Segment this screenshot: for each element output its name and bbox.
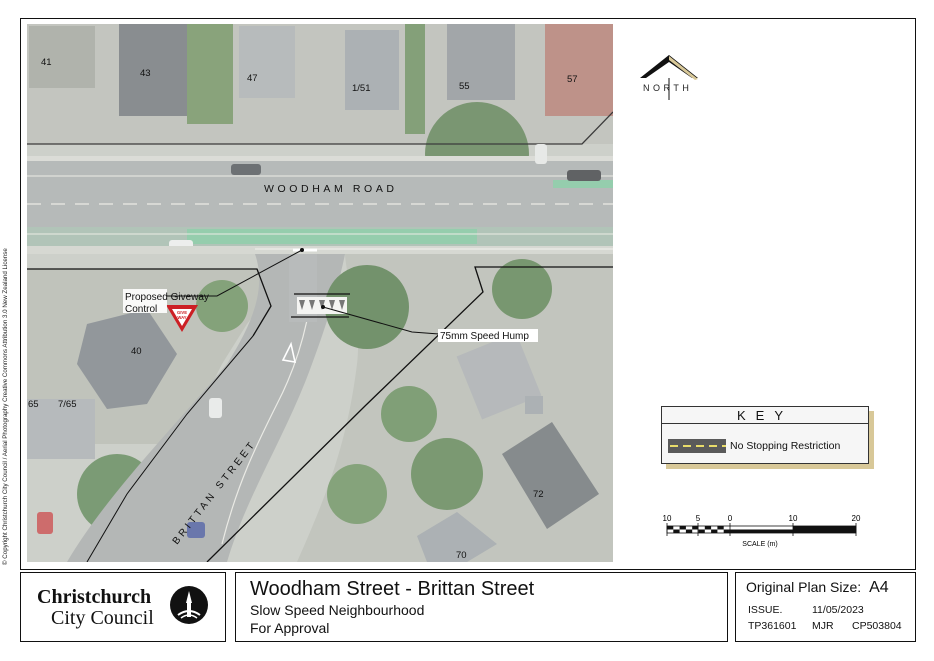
house-41-roof <box>29 26 95 88</box>
scale-tick: 5 <box>696 514 701 523</box>
tree-se-4 <box>492 259 552 319</box>
plan-size-row: Original Plan Size: A4 <box>746 579 889 597</box>
drawing-subtitle: Slow Speed Neighbourhood <box>250 602 425 618</box>
brittan-street-surface <box>67 254 345 562</box>
key-item-label: No Stopping Restriction <box>730 440 841 452</box>
shed-se <box>525 396 543 414</box>
road-boundary-west <box>86 335 254 562</box>
house-51-roof <box>345 30 399 110</box>
house-47-roof <box>239 26 295 98</box>
scale-tick: 10 <box>663 514 672 523</box>
car-6 <box>187 522 205 538</box>
car-2 <box>567 170 601 181</box>
property-number: 57 <box>567 74 578 85</box>
key-title: KEY <box>662 407 868 424</box>
property-number: 7/65 <box>58 399 77 410</box>
project-ref: CP503804 <box>852 620 902 632</box>
scale-tick: 10 <box>789 514 798 523</box>
property-number: 40 <box>131 346 142 357</box>
cathedral-emblem-icon <box>170 586 208 624</box>
house-43-roof <box>119 24 191 116</box>
north-arrow-icon <box>640 55 698 100</box>
car-7 <box>37 512 53 534</box>
property-number: 1/51 <box>352 83 371 94</box>
council-logo-text: Christchurch City Council <box>37 587 154 629</box>
issue-label: ISSUE. <box>748 604 783 616</box>
property-number: 43 <box>140 68 151 79</box>
green-cycle-lane <box>187 229 477 244</box>
plan-size-label: Original Plan Size: <box>746 579 862 595</box>
tree-se-2 <box>411 438 483 510</box>
house-se-roof <box>456 332 542 420</box>
green-cycle-lane-north <box>553 180 613 188</box>
scale-label: SCALE (m) <box>742 541 777 548</box>
logo-line2: City Council <box>51 607 154 629</box>
direction-arrow <box>281 341 297 363</box>
house-40-roof <box>77 309 177 409</box>
south-footpath <box>27 246 613 254</box>
logo-line1: Christchurch <box>37 586 152 608</box>
car-5 <box>209 398 222 418</box>
issue-date: 11/05/2023 <box>812 604 864 616</box>
property-number: 70 <box>456 550 467 561</box>
drawing-title: Woodham Street - Brittan Street <box>250 578 535 600</box>
property-number: 72 <box>533 489 544 500</box>
north-label: NORTH <box>643 83 693 93</box>
giveway-leader <box>163 249 303 297</box>
giveway-annotation-line2: Control <box>125 304 157 315</box>
speed-hump <box>291 293 350 318</box>
drawing-status: For Approval <box>250 620 330 636</box>
map-key: KEY No Stopping Restriction <box>661 406 869 464</box>
aerial-fade <box>27 24 613 562</box>
tree-se-1 <box>381 386 437 442</box>
house-72-roof <box>502 422 599 529</box>
svg-text:WAY: WAY <box>177 315 186 320</box>
aerial-map: GIVE WAY 41 43 47 1/51 55 57 40 65 7/65 … <box>27 24 613 562</box>
property-boundary-north <box>27 111 613 145</box>
no-stopping-swatch <box>668 439 726 453</box>
scale-tick: 0 <box>728 514 733 523</box>
trees-43 <box>187 24 233 124</box>
hump-leader <box>322 306 440 335</box>
drafter-initials: MJR <box>812 620 834 632</box>
hedge-55 <box>405 24 425 134</box>
car-1 <box>231 164 261 175</box>
car-4 <box>535 144 547 164</box>
give-way-sign: GIVE WAY <box>166 305 198 332</box>
info-panel: Original Plan Size: A4 ISSUE. 11/05/2023… <box>735 572 916 642</box>
tree-giveway <box>196 280 248 332</box>
woodham-road-label: WOODHAM ROAD <box>264 183 398 195</box>
title-panel: Woodham Street - Brittan Street Slow Spe… <box>235 572 728 642</box>
tree-hump <box>325 265 409 349</box>
property-boundary-sw <box>27 268 272 337</box>
speed-hump-annotation: 75mm Speed Hump <box>440 331 529 342</box>
svg-text:GIVE: GIVE <box>177 310 187 315</box>
house-57-roof <box>545 24 613 116</box>
copyright-note: © Copyright Christchurch City Council / … <box>2 248 9 565</box>
plan-size-value: A4 <box>869 579 889 596</box>
giveway-annotation-line1: Proposed Giveway <box>125 292 209 303</box>
house-70-roof <box>417 512 497 562</box>
house-55-roof <box>447 24 515 100</box>
tree-se-3 <box>327 464 387 524</box>
scale-bar: 10 5 0 10 20 SCALE (m) <box>663 514 861 548</box>
drawing-ref: TP361601 <box>748 620 797 632</box>
property-number: 55 <box>459 81 470 92</box>
drawing-frame <box>20 18 916 570</box>
property-number: 47 <box>247 73 258 84</box>
property-boundary-se <box>206 266 613 562</box>
house-65-roof <box>27 399 95 459</box>
north-footpath <box>27 156 613 161</box>
property-number: 41 <box>41 57 52 68</box>
property-number: 65 <box>28 399 39 410</box>
logo-panel: Christchurch City Council <box>20 572 226 642</box>
scale-tick: 20 <box>852 514 861 523</box>
